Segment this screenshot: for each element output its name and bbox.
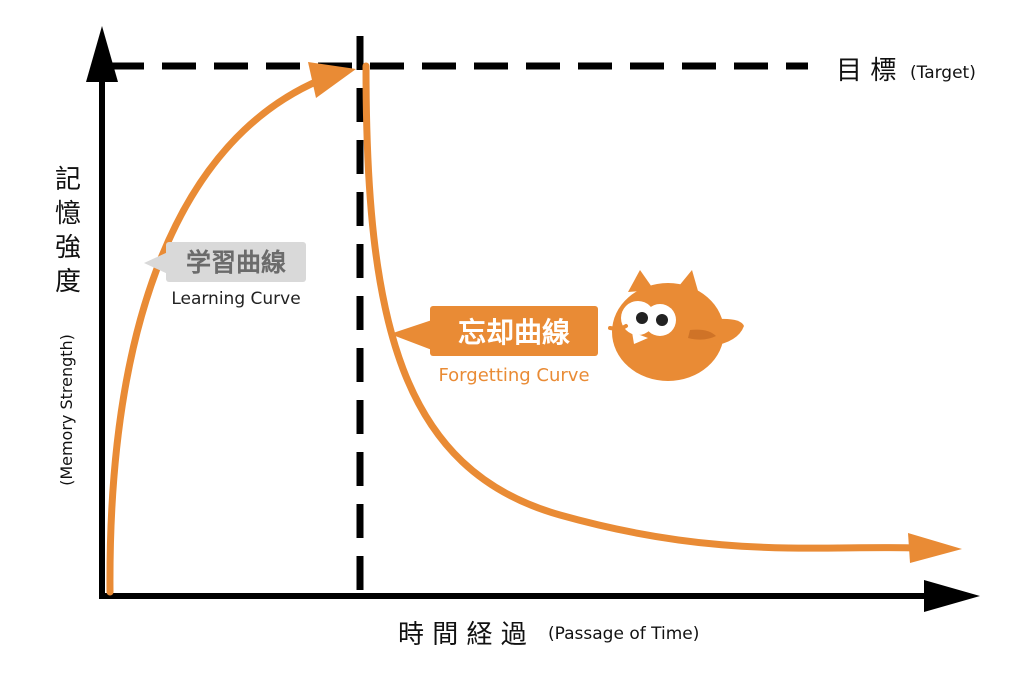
y-axis-char: 記: [55, 165, 81, 195]
forgetting-curve-line: [362, 62, 922, 552]
y-axis-char: 憶: [55, 199, 81, 229]
forgetting-curve-label-en: Forgetting Curve: [438, 365, 589, 386]
forgetting-curve-label-zh: 忘却曲線: [458, 316, 570, 349]
learning-curve-arrow-icon: [308, 62, 356, 98]
forgetting-label-box: [430, 306, 598, 356]
learning-curve-line: [106, 76, 324, 596]
y-axis-label-en: (Memory Strength): [57, 334, 76, 486]
owl-mascot-icon: [608, 270, 744, 381]
y-axis-char: 度: [55, 267, 81, 297]
target-label-en: (Target): [910, 63, 976, 83]
x-axis-arrow-icon: [924, 580, 980, 612]
x-axis-label-en: (Passage of Time): [548, 624, 699, 644]
y-axis-arrow-icon: [86, 26, 118, 82]
y-axis-title: 記 憶 強 度: [55, 165, 81, 297]
learning-curve-label-zh: 学習曲線: [186, 248, 286, 277]
learning-label-pointer: [144, 252, 168, 274]
x-axis-label-zh: 時 間 経 過: [398, 620, 527, 650]
forgetting-curve-arrow-icon: [908, 533, 962, 563]
target-label-zh: 目 標: [836, 56, 896, 86]
y-axis-char: 強: [55, 233, 81, 263]
learning-curve-label-en: Learning Curve: [171, 289, 300, 309]
forgetting-label-pointer: [390, 320, 432, 350]
learning-label-box: [166, 242, 306, 282]
